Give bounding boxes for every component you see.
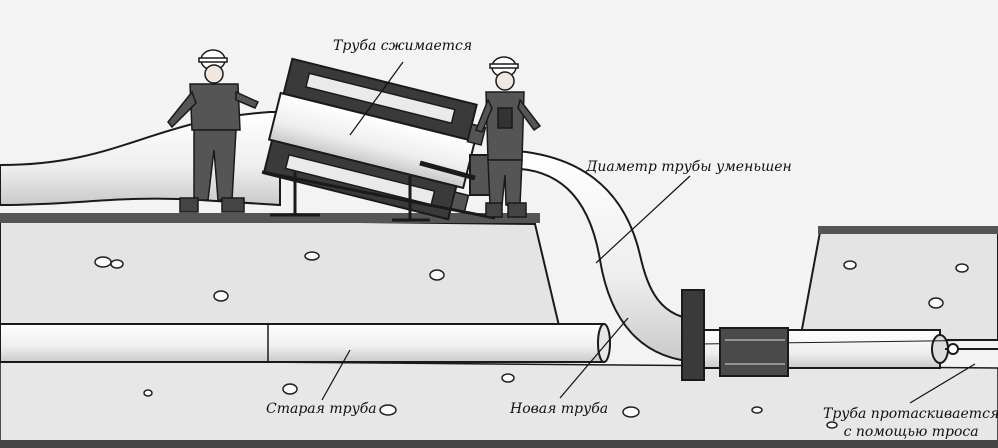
bottom-edge: [0, 440, 998, 448]
label-pulled-line1: Труба протаскивается: [823, 406, 998, 422]
pebbles: [94, 251, 969, 429]
label-pulled-by-cable: Труба протаскивается с помощью троса: [823, 405, 998, 441]
pulling-clamp: [681, 289, 789, 381]
left-soil-block: [0, 216, 562, 331]
ground-surface-left: [0, 213, 540, 223]
label-pulled-line2: с помощью троса: [843, 424, 979, 440]
worker-right: [475, 56, 542, 218]
machine-stand: [261, 170, 496, 222]
right-soil-block: [798, 231, 998, 341]
ground-surface-right: [818, 226, 998, 234]
old-pipe: [0, 323, 611, 363]
label-pipe-compressed: Труба сжимается: [333, 38, 473, 54]
leader-lines: [321, 61, 976, 404]
label-diameter-reduced: Диаметр трубы уменьшен: [586, 159, 792, 175]
label-new-pipe: Новая труба: [510, 401, 609, 417]
label-old-pipe: Старая труба: [266, 401, 377, 417]
lower-soil: [0, 359, 998, 448]
worker-left: [167, 49, 260, 213]
